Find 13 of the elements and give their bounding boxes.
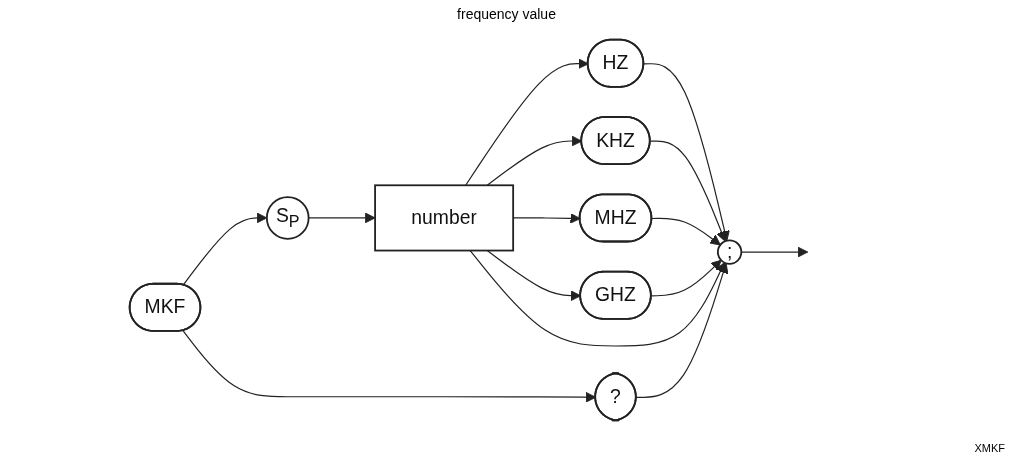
arrow (182, 212, 268, 286)
node-circle: ; (716, 239, 743, 265)
group-label: frequency value (457, 6, 556, 22)
arrow (635, 262, 729, 398)
arrow (469, 249, 726, 347)
node-box: number (374, 184, 515, 252)
arrow (651, 217, 721, 246)
figure-code: XMKF (974, 442, 1005, 454)
node-circle: S$_{P}$ (265, 196, 310, 240)
arrow (650, 259, 722, 297)
arrow (308, 212, 376, 224)
arrow (649, 140, 727, 242)
arrow (643, 63, 730, 242)
